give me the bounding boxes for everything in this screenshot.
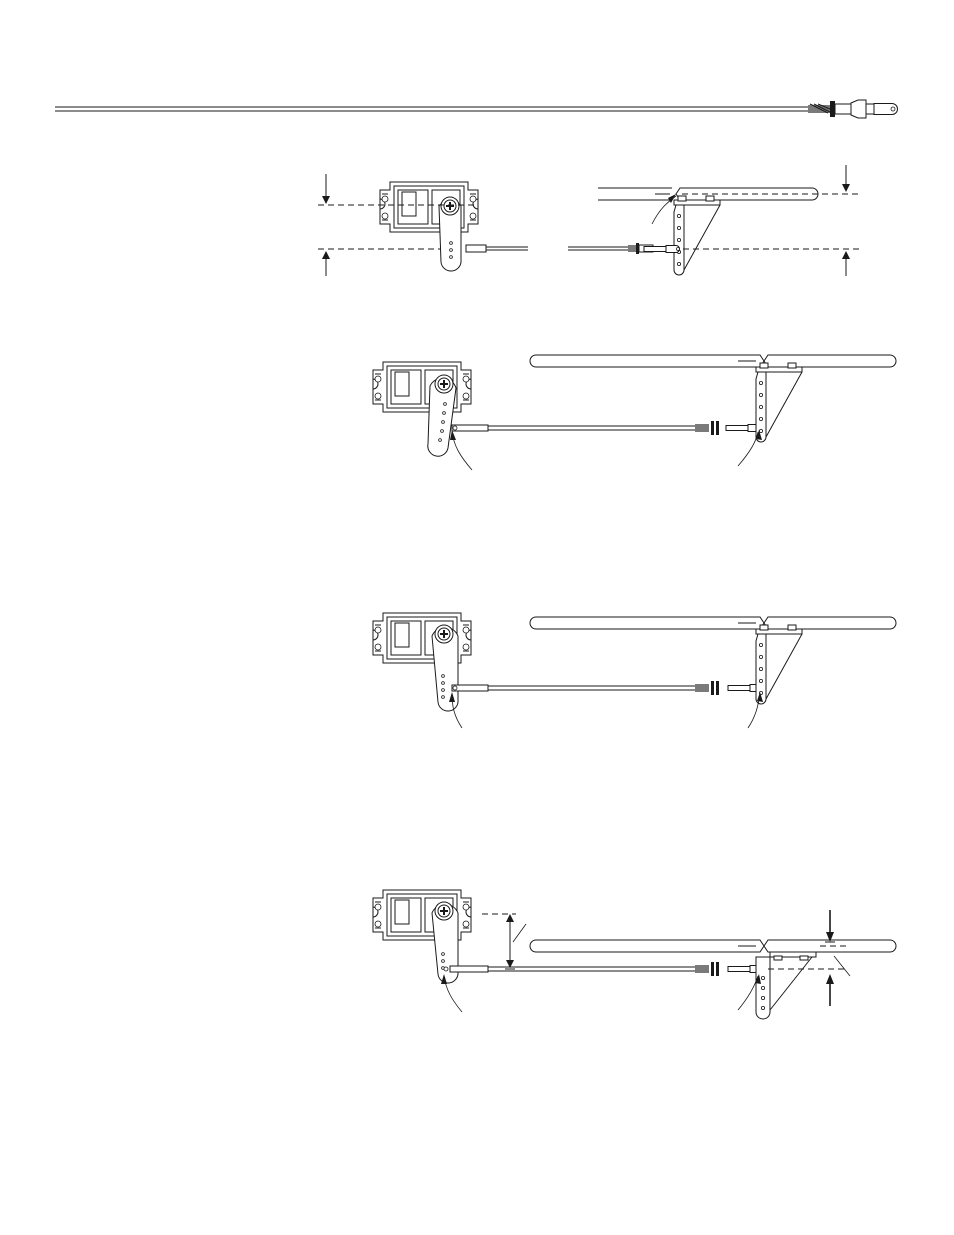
stabilizer: [530, 940, 764, 952]
control-horn: [756, 363, 802, 442]
setup-neutral-figure: [318, 165, 860, 276]
pushrod-locknut: [830, 101, 835, 117]
pushrod-clevis-pin: [891, 107, 895, 111]
control-horn: [674, 196, 720, 275]
linkage-2-figure: [373, 613, 896, 728]
pushrod-figure: [55, 100, 898, 118]
stabilizer: [530, 355, 764, 367]
stabilizer: [530, 617, 764, 629]
arrow-up-icon: [506, 914, 514, 922]
pushrod-clevis-body: [835, 104, 851, 114]
arrow-up-icon: [842, 251, 850, 259]
clevis-left: [450, 966, 488, 972]
control-surface: [764, 617, 896, 629]
arrow-down-icon: [842, 184, 850, 192]
servo-body: [373, 362, 471, 412]
servo-screw-icon: [441, 197, 459, 215]
servo-screw-icon: [435, 625, 453, 643]
servo-screw-icon: [435, 902, 453, 920]
arrow-down-icon: [322, 196, 330, 204]
linkage-1-figure: [373, 355, 896, 470]
control-horn: [756, 625, 802, 704]
control-surface: [764, 355, 896, 367]
arrow-up-icon: [322, 251, 330, 259]
servo-body: [380, 182, 478, 232]
arrow-up-icon: [826, 974, 834, 984]
linkage-offset-figure: [373, 890, 896, 1019]
servo-screw-icon: [435, 375, 453, 393]
